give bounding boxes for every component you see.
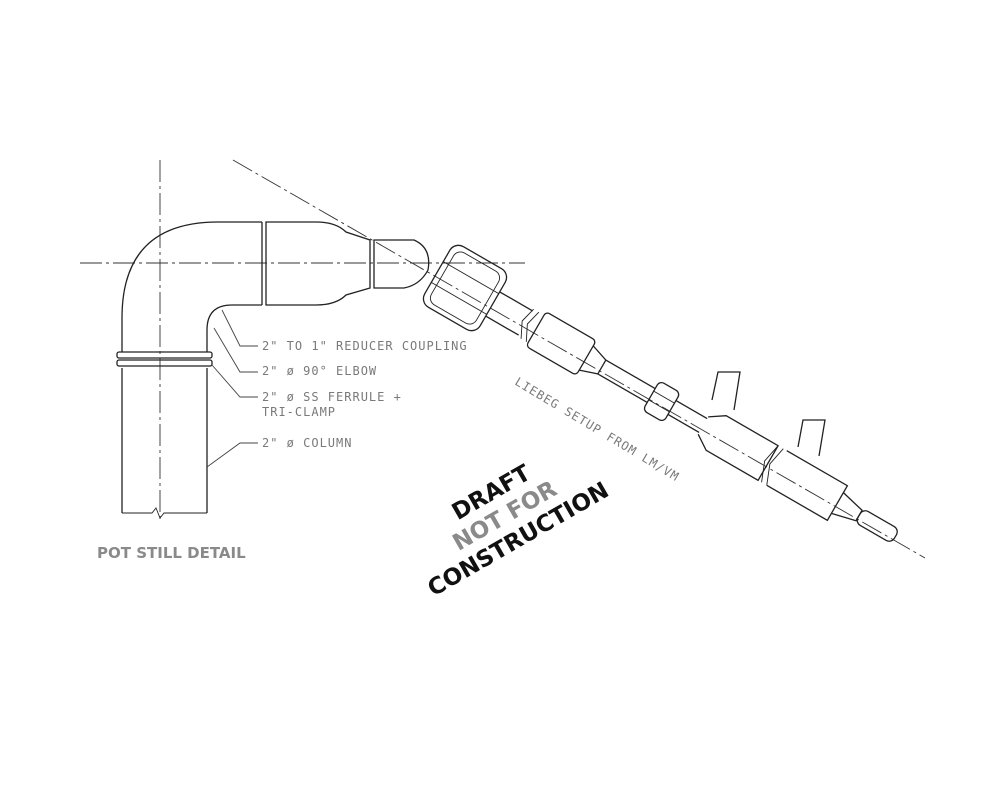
elbow-90 — [121, 221, 263, 352]
ferrule-tri-clamp — [116, 351, 213, 367]
label-ferrule: 2" ø SS FERRULE + — [262, 390, 402, 404]
label-liebig-setup: LIEBEG SETUP FROM LM/VM — [512, 375, 681, 484]
callout-leaders — [206, 309, 258, 468]
reducer-stub — [373, 239, 430, 289]
label-reducer-coupling: 2" TO 1" REDUCER COUPLING — [262, 339, 468, 353]
liebig-ports — [711, 371, 826, 457]
draft-stamp: DRAFT NOT FOR CONSTRUCTION — [424, 460, 614, 602]
label-column: 2" ø COLUMN — [262, 436, 352, 450]
drawing-title: POT STILL DETAIL — [97, 544, 246, 562]
label-tri-clamp: TRI-CLAMP — [262, 405, 336, 419]
liebig-condenser — [422, 244, 898, 542]
reducer-coupling — [265, 221, 371, 306]
column — [121, 368, 208, 519]
center-lines — [80, 159, 926, 559]
label-elbow: 2" ø 90° ELBOW — [262, 364, 377, 378]
